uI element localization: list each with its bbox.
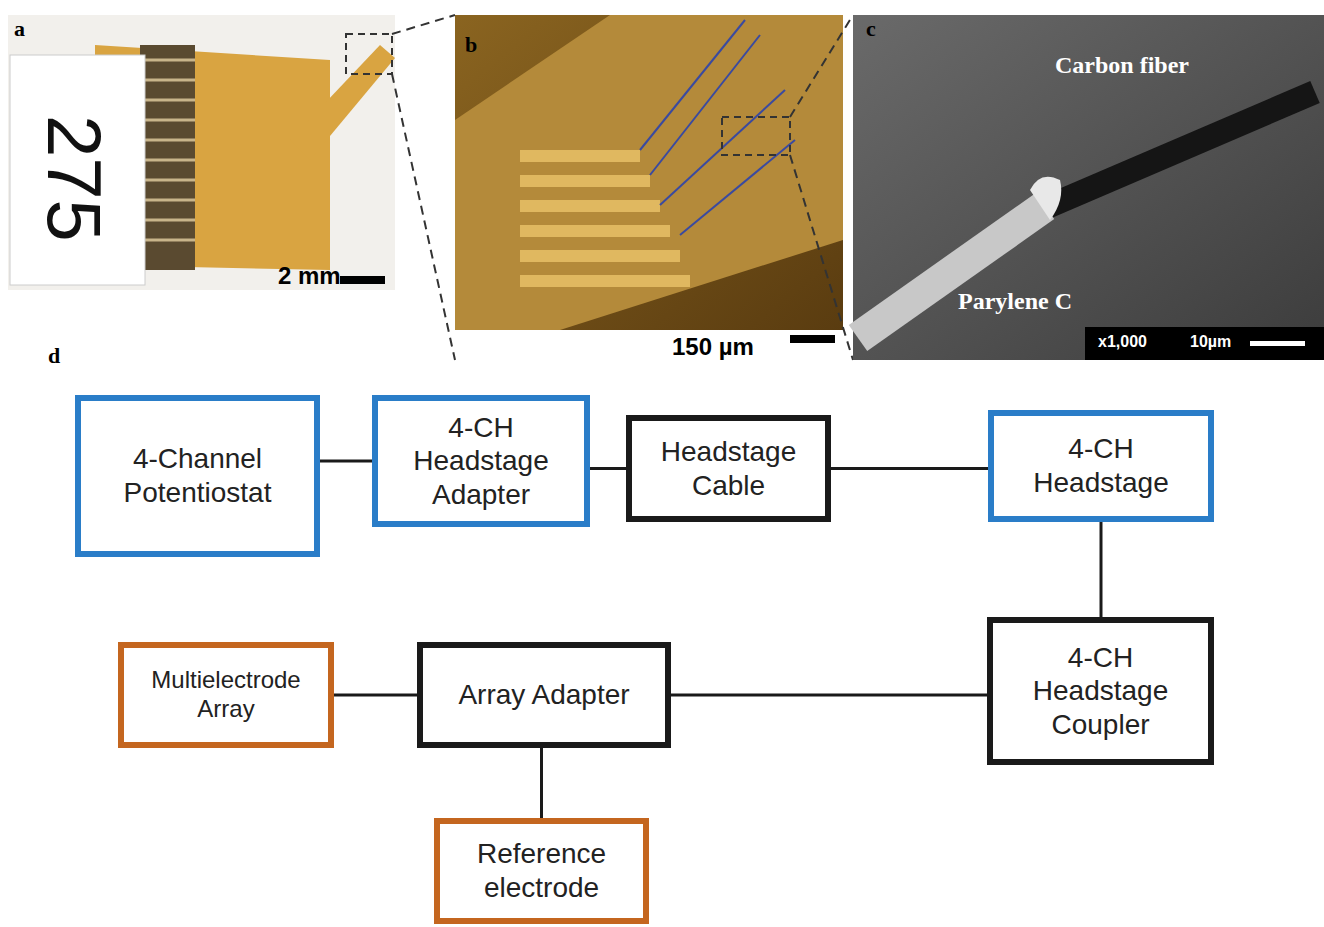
connector-line (671, 694, 987, 697)
block-box: Multielectrode Array (118, 642, 334, 748)
panel-letter: c (866, 16, 876, 42)
block-box: Headstage Cable (626, 415, 831, 522)
block-box: 4-CH Headstage Adapter (372, 395, 590, 527)
block-box: 4-CH Headstage (988, 410, 1214, 522)
block-label: 4-CH Headstage Coupler (1003, 641, 1198, 742)
array-micrograph (455, 15, 853, 360)
block-label: 4-CH Headstage Adapter (388, 411, 574, 512)
block-box: Array Adapter (417, 642, 671, 748)
connector-line (831, 467, 988, 470)
figure-label: 150 µm (672, 333, 754, 361)
panel-letter: d (48, 343, 60, 369)
block-label: 4-CH Headstage (1004, 432, 1198, 499)
figure-label: x1,000 (1098, 333, 1147, 351)
block-label: Array Adapter (458, 678, 629, 712)
array-photo (8, 15, 455, 360)
block-box: 4-CH Headstage Coupler (987, 617, 1214, 765)
connector-line (590, 467, 626, 470)
figure-label: Carbon fiber (1055, 52, 1189, 79)
panel-letter: a (14, 16, 25, 42)
block-box: 4-Channel Potentiostat (75, 395, 320, 557)
connector-line (320, 460, 372, 463)
block-label: Headstage Cable (642, 435, 815, 502)
block-box: Reference electrode (434, 818, 649, 924)
panel-letter: b (465, 32, 477, 58)
connector-line (1100, 522, 1103, 617)
figure-label: 2 mm (278, 262, 341, 290)
block-label: Multielectrode Array (134, 666, 318, 724)
figure-label: 10µm (1190, 333, 1231, 351)
connector-line (540, 748, 543, 818)
figure-label: Parylene C (958, 288, 1072, 315)
array-number: 275 (31, 115, 118, 242)
connector-line (334, 694, 417, 697)
block-label: 4-Channel Potentiostat (91, 442, 304, 509)
sem-image (853, 15, 1324, 360)
block-label: Reference electrode (450, 837, 633, 904)
